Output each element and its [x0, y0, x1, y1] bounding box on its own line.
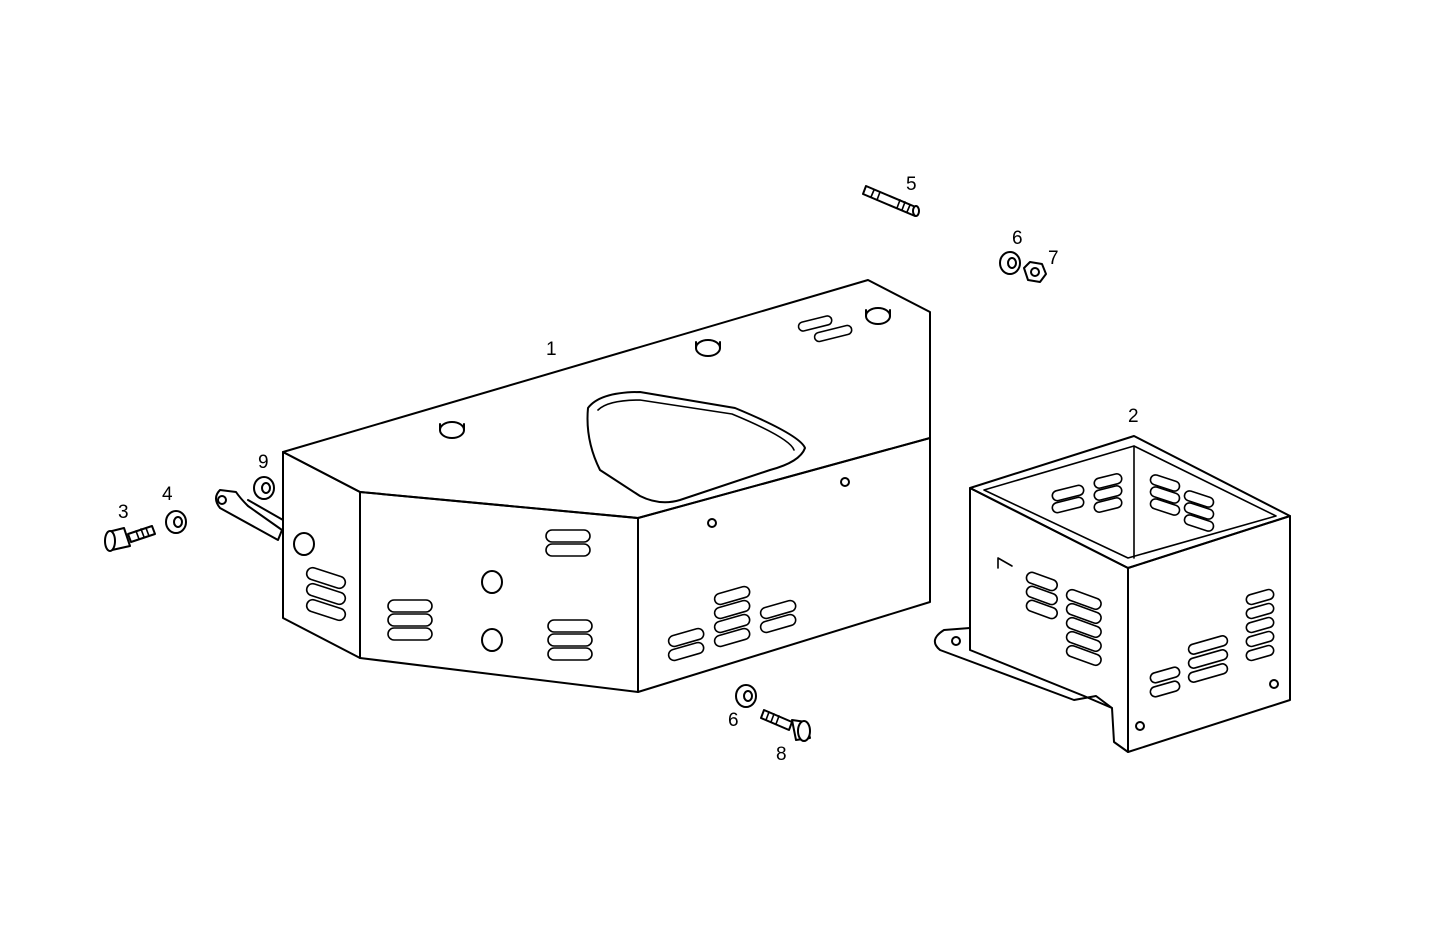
callout-5: 5	[906, 174, 917, 195]
callout-4: 4	[162, 484, 173, 505]
part-2-tray-guard	[933, 435, 1291, 753]
part-3-bolt	[104, 525, 156, 552]
callout-6-top: 6	[1012, 228, 1023, 249]
callout-labels: 1 2 3 4 5 6 7 6 8 9	[118, 174, 1139, 765]
vent-slots	[797, 315, 853, 343]
part-7-nut	[1023, 261, 1047, 283]
top-bolt-head	[865, 307, 891, 325]
vent-slots	[667, 585, 797, 662]
callout-9: 9	[258, 452, 269, 473]
callout-2: 2	[1128, 406, 1139, 427]
part-1-housing-cover	[215, 279, 931, 693]
part-8-bolt	[760, 709, 811, 742]
callout-6-bottom: 6	[728, 710, 739, 731]
callout-1: 1	[546, 339, 557, 360]
vent-slots	[387, 529, 593, 661]
part-4-washer	[165, 510, 187, 534]
callout-7: 7	[1048, 248, 1059, 269]
vent-slots	[1051, 473, 1215, 532]
callout-3: 3	[118, 502, 129, 523]
vent-slots	[997, 557, 1102, 667]
part-5-stud	[862, 185, 920, 217]
vent-slots	[305, 566, 347, 622]
mounting-bracket	[215, 489, 284, 541]
part-6-washer-bottom	[735, 684, 757, 708]
top-bolt-head	[695, 339, 721, 357]
callout-8: 8	[776, 744, 787, 765]
part-6-washer-top	[999, 251, 1021, 275]
top-bolt-head	[439, 421, 465, 439]
part-9-washer	[253, 476, 275, 500]
vent-slots	[1149, 588, 1275, 698]
